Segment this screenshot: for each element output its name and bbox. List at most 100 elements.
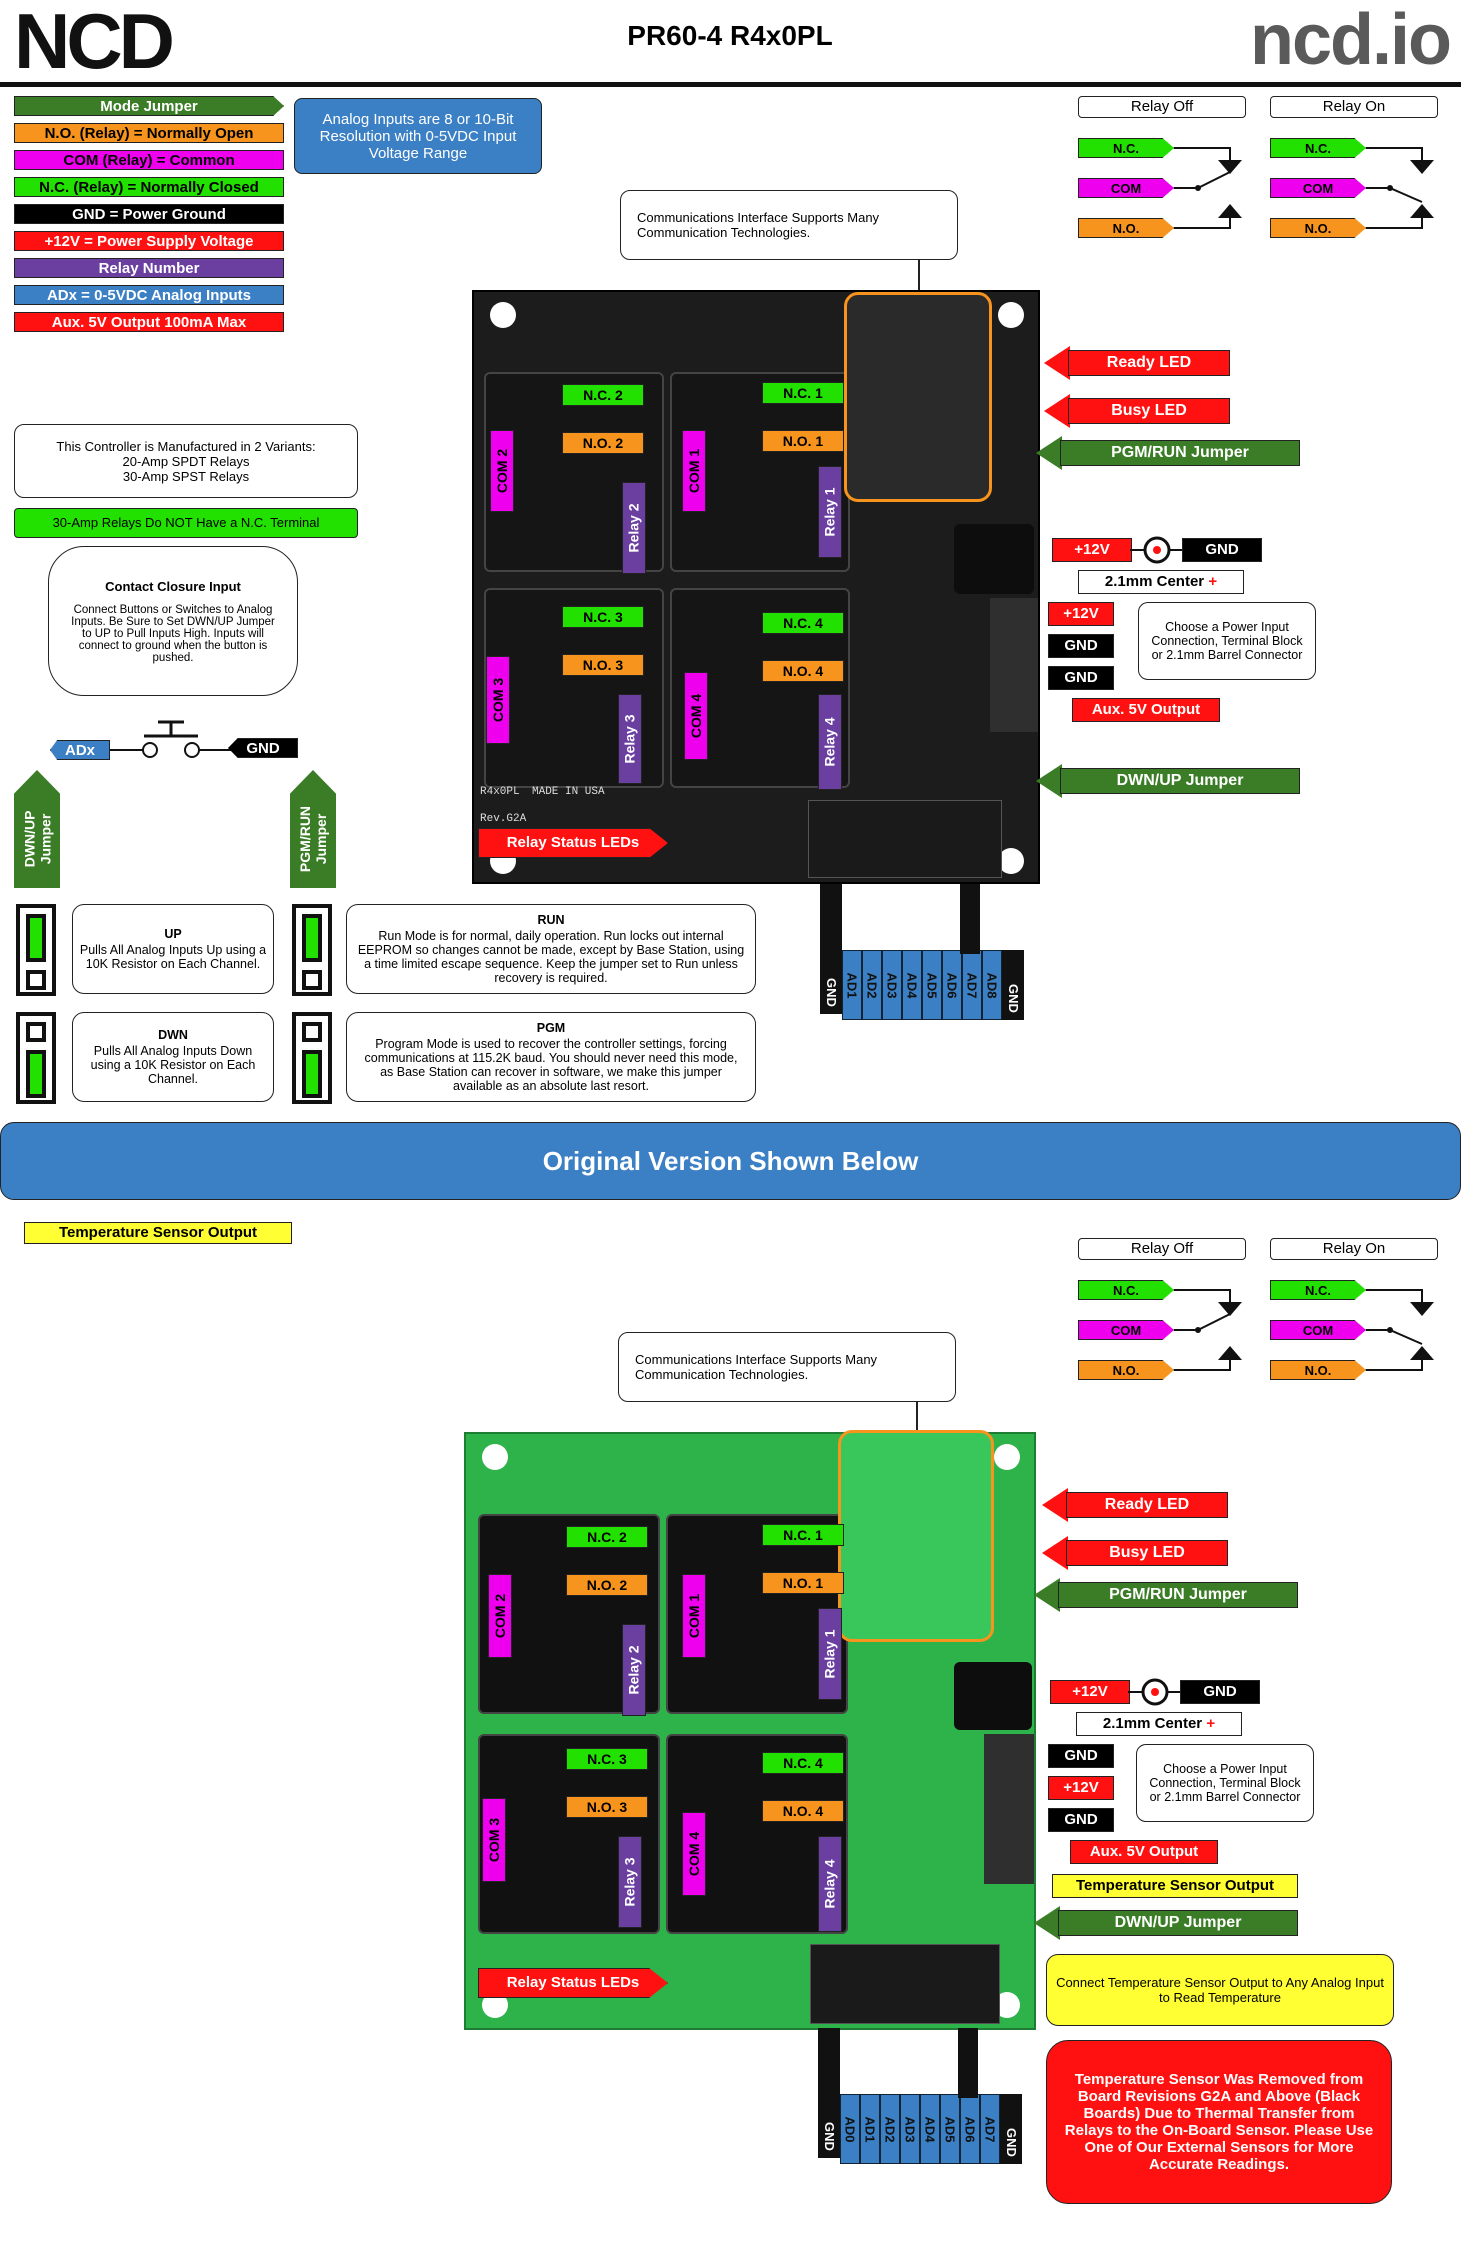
on-no-bottom: N.O. xyxy=(1270,1360,1366,1380)
jumper-up-icon xyxy=(16,904,56,996)
dwn-body: Pulls All Analog Inputs Down using a 10K… xyxy=(90,1044,256,1086)
legend-nc: N.C. (Relay) = Normally Closed xyxy=(14,177,284,197)
g-tag-com2: COM 2 xyxy=(488,1574,512,1658)
legend-com: COM (Relay) = Common xyxy=(14,150,284,170)
power-note-top: Choose a Power Input Connection, Termina… xyxy=(1138,602,1316,680)
pin-ad2: AD2 xyxy=(862,950,882,1020)
mount-hole xyxy=(998,302,1024,328)
comm-pointer-bottom xyxy=(916,1402,918,1432)
board-black: R4x0PL Rev.G2A MADE IN USA xyxy=(472,290,1040,884)
barrel-text-b: 2.1mm Center xyxy=(1102,1715,1203,1732)
off-com-bottom: COM xyxy=(1078,1320,1174,1340)
variants-line3: 30-Amp SPST Relays xyxy=(122,468,250,484)
g-tag-nc4: N.C. 4 xyxy=(762,1752,844,1774)
aux-tag-top: Aux. 5V Output xyxy=(1072,698,1220,722)
silk-rev-text: Rev.G2A xyxy=(480,813,527,825)
comm-module-g xyxy=(838,1430,994,1642)
g-tag-com3: COM 3 xyxy=(482,1798,506,1882)
pin-ad6: AD6 xyxy=(942,950,962,1020)
legend-adx: ADx = 0-5VDC Analog Inputs xyxy=(14,285,284,305)
ready-led-callout-top: Ready LED xyxy=(1044,346,1230,380)
pgm-run-jumper-arrow: PGM/RUN Jumper xyxy=(290,770,336,888)
on-com: COM xyxy=(1270,178,1366,198)
relay-on-title: Relay On xyxy=(1270,96,1438,118)
temp-sensor-tag-left: Temperature Sensor Output xyxy=(24,1222,292,1244)
g-tag-com4: COM 4 xyxy=(682,1812,706,1896)
dwn-up-jumper-arrow: DWN/UP Jumper xyxy=(14,770,60,888)
pin-ad4-b: AD4 xyxy=(920,2094,940,2164)
mount-hole xyxy=(998,848,1024,874)
g-tag-no3: N.O. 3 xyxy=(566,1796,648,1818)
legend: Mode Jumper N.O. (Relay) = Normally Open… xyxy=(14,96,284,341)
tag-com1: COM 1 xyxy=(682,430,706,512)
mount-hole xyxy=(482,1444,508,1470)
comm-note-top: Communications Interface Supports Many C… xyxy=(620,190,958,260)
tag-com2: COM 2 xyxy=(490,430,514,512)
pgm-run-callout-bottom: PGM/RUN Jumper xyxy=(1034,1578,1298,1612)
jumper-run-icon xyxy=(292,904,332,996)
tag-no1: N.O. 1 xyxy=(762,430,844,452)
pin-ad5: AD5 xyxy=(922,950,942,1020)
relay-off-title: Relay Off xyxy=(1078,96,1246,118)
header: NCD PR60-4 R4x0PL ncd.io xyxy=(0,0,1461,87)
comm-module xyxy=(844,292,992,502)
on-no: N.O. xyxy=(1270,218,1366,238)
variants-note: This Controller is Manufactured in 2 Var… xyxy=(14,424,358,498)
relay-on-symbol xyxy=(1366,147,1434,229)
switch-gnd-tag: GND xyxy=(228,738,298,758)
pin-gnd-left: GND xyxy=(820,884,842,1014)
pin-ad0-b: AD0 xyxy=(840,2094,860,2164)
up-note: UP Pulls All Analog Inputs Up using a 10… xyxy=(72,904,274,994)
gnd-tag-barrel-bottom: GND xyxy=(1180,1680,1260,1704)
barrel-label-bottom: 2.1mm Center + xyxy=(1076,1712,1242,1736)
legend-mode-jumper: Mode Jumper xyxy=(14,96,284,116)
relay-off-symbol xyxy=(1174,147,1242,229)
silk-made: MADE IN USA xyxy=(532,786,605,798)
relay-off-title-bottom: Relay Off xyxy=(1078,1238,1246,1260)
terminal-block-g xyxy=(984,1734,1034,1884)
barrel-jack-g xyxy=(954,1662,1032,1730)
up-title: UP xyxy=(164,927,182,941)
barrel-text: 2.1mm Center xyxy=(1104,573,1205,590)
variants-line2: 20-Amp SPDT Relays xyxy=(122,453,250,469)
contact-title: Contact Closure Input xyxy=(105,578,241,594)
pin-gnd-right-b: GND xyxy=(1000,2094,1022,2164)
tag-no3: N.O. 3 xyxy=(562,654,644,676)
relay-state-top: Relay Off Relay On N.C. COM N.O. N.C. CO… xyxy=(1076,96,1442,246)
tag-nc3: N.C. 3 xyxy=(562,606,644,628)
g-tag-no4: N.O. 4 xyxy=(762,1800,844,1822)
legend-aux: Aux. 5V Output 100mA Max xyxy=(14,312,284,332)
silk-model: R4x0PL Rev.G2A xyxy=(480,786,570,826)
tag-no2: N.O. 2 xyxy=(562,432,644,454)
tag-com3: COM 3 xyxy=(486,656,510,744)
plus12-tag-top: +12V xyxy=(1052,538,1132,562)
pgm-run-callout-top: PGM/RUN Jumper xyxy=(1036,436,1300,470)
tag-relay3: Relay 3 xyxy=(618,694,642,784)
on-nc: N.C. xyxy=(1270,138,1366,158)
off-com: COM xyxy=(1078,178,1174,198)
jumper-pgm-icon xyxy=(292,1012,332,1104)
comm-note-bottom: Communications Interface Supports Many C… xyxy=(618,1332,956,1402)
tag-relay1: Relay 1 xyxy=(818,466,842,558)
off-nc: N.C. xyxy=(1078,138,1174,158)
off-no-bottom: N.O. xyxy=(1078,1360,1174,1380)
pin-gnd-right: GND xyxy=(1002,950,1024,1020)
barrel-symbol-top xyxy=(1130,536,1184,564)
relay-on-symbol-bottom xyxy=(1366,1289,1434,1371)
tag-nc2: N.C. 2 xyxy=(562,384,644,406)
pin-ad5-b: AD5 xyxy=(940,2094,960,2164)
page-title: PR60-4 R4x0PL xyxy=(627,20,833,51)
switch-diagram: ADx GND xyxy=(48,712,300,762)
terminal-block xyxy=(990,598,1038,732)
barrel-plus-b: + xyxy=(1206,1715,1216,1732)
up-body: Pulls All Analog Inputs Up using a 10K R… xyxy=(79,943,267,971)
legend-gnd: GND = Power Ground xyxy=(14,204,284,224)
tag-relay2: Relay 2 xyxy=(622,482,646,574)
relay-status-leds-bottom: Relay Status LEDs xyxy=(478,1968,668,1998)
run-body: Run Mode is for normal, daily operation.… xyxy=(357,929,745,985)
dwn-up-callout-top: DWN/UP Jumper xyxy=(1036,764,1300,798)
g-tag-com1: COM 1 xyxy=(682,1574,706,1658)
io-pins-top: GND AD1 AD2 AD3 AD4 AD5 AD6 AD7 AD8 GND xyxy=(820,884,1030,1034)
plus12-tag-terminal-top: +12V xyxy=(1048,602,1114,626)
silk-model-text: R4x0PL xyxy=(480,786,520,798)
